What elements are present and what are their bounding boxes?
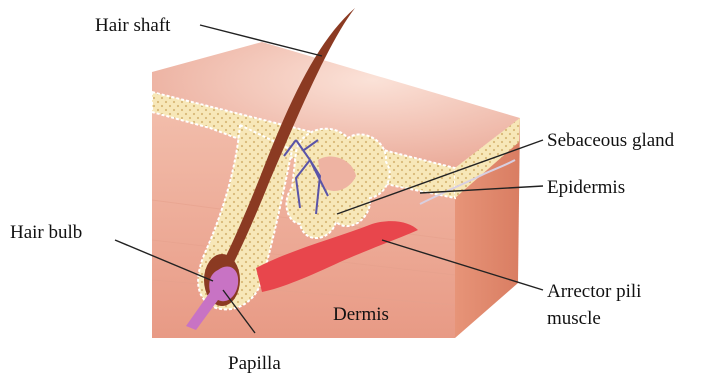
label-papilla: Papilla (228, 353, 281, 374)
label-arrector-pili-line2: muscle (547, 308, 601, 329)
label-hair-bulb: Hair bulb (10, 222, 82, 243)
label-arrector-pili-line1: Arrector pili (547, 281, 641, 302)
label-hair-shaft: Hair shaft (95, 15, 171, 36)
label-sebaceous-gland: Sebaceous gland (547, 130, 675, 151)
label-dermis: Dermis (333, 304, 389, 325)
label-epidermis: Epidermis (547, 177, 625, 198)
